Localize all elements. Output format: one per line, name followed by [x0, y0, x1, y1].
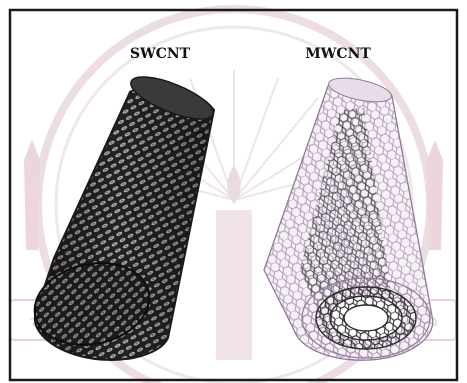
label-mwcnt: MWCNT	[305, 46, 371, 62]
watermark-tower	[216, 210, 252, 360]
label-swcnt: SWCNT	[130, 46, 191, 62]
mwcnt-tube	[250, 60, 450, 380]
watermark-spire-right	[427, 140, 443, 250]
mwcnt-bottom-opening	[302, 278, 430, 358]
watermark-spire-left	[24, 140, 40, 250]
